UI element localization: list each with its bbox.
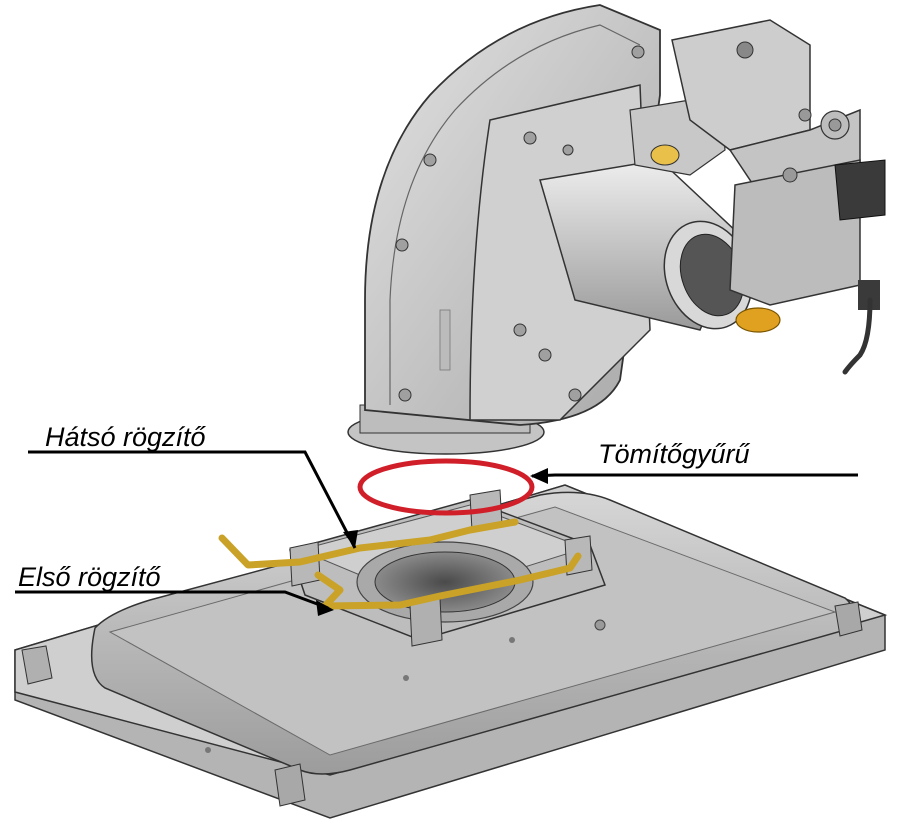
callout-front-clip-label: Első rögzítő	[18, 562, 162, 592]
callout-seal-ring: Tömítőgyűrű	[530, 439, 858, 484]
seal-ring	[357, 458, 535, 516]
callout-rear-clip: Hátsó rögzítő	[28, 422, 358, 549]
housing-screws	[395, 45, 645, 402]
callout-front-clip: Első rögzítő	[15, 562, 334, 616]
callout-seal-ring-label: Tömítőgyűrű	[598, 439, 751, 469]
rear-retaining-clip	[218, 518, 519, 569]
seal-ring-leader	[531, 473, 858, 478]
front-clip-leader	[15, 590, 329, 610]
front-retaining-clip	[314, 552, 582, 610]
rear-clip-leader	[28, 450, 357, 549]
callout-rear-clip-label: Hátsó rögzítő	[45, 422, 207, 452]
gas-valve	[671, 19, 886, 375]
